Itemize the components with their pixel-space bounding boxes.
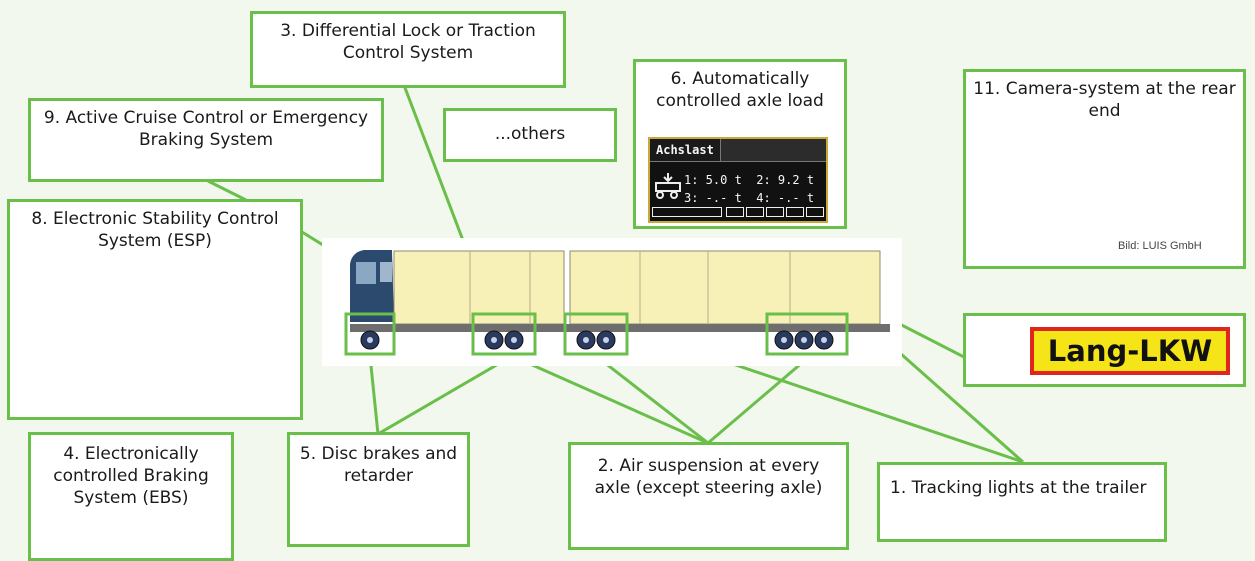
label-acc: 9. Active Cruise Control or Emergency Br… [43,108,369,150]
label-box-camera: 11. Camera-system at the rear end [963,69,1246,269]
label-tracking: 1. Tracking lights at the trailer [890,478,1147,498]
axle-display-cells [652,207,824,219]
connector-air-3 [707,354,811,445]
connector-disc [368,355,380,435]
label-box-diff-lock: 3. Differential Lock or Traction Control… [250,11,566,88]
connector-air-2 [595,354,709,445]
axle-1-value: 1: 5.0 t [684,173,742,187]
truck-box [393,250,565,325]
label-diff-lock: 3. Differential Lock or Traction Control… [280,21,536,63]
label-esp: 8. Electronic Stability Control System (… [31,209,279,251]
label-box-tracking: 1. Tracking lights at the trailer [877,462,1167,542]
connector-disc-2 [377,354,513,436]
label-ebs: 4. Electronically controlled Braking Sys… [53,444,209,508]
label-box-ebs: 4. Electronically controlled Braking Sys… [28,432,234,561]
label-auto-axle: 6. Automatically controlled axle load [656,69,824,111]
label-box-disc: 5. Disc brakes and retarder [287,432,470,547]
chassis [350,324,890,332]
axle-4-value: 4: -.- t [756,191,815,205]
trailer-box [569,250,881,325]
label-disc: 5. Disc brakes and retarder [299,444,458,486]
connector-tracking-2 [890,344,1024,464]
axle-highlights [344,312,849,356]
label-box-air: 2. Air suspension at every axle (except … [568,442,849,550]
camera-credit: Bild: LUIS GmbH [1118,240,1202,252]
connector-air-1 [511,354,709,445]
axle-weight-icon [655,173,681,199]
axle-display-title: Achslast [650,139,721,161]
axle-row-2: 3: -.- t 4: -.- t [684,191,814,205]
label-camera: 11. Camera-system at the rear end [973,79,1236,121]
connector-acc [207,179,247,202]
label-box-acc: 9. Active Cruise Control or Emergency Br… [28,98,384,182]
label-box-esp: 8. Electronic Stability Control System (… [7,199,303,420]
axle-load-display: Achslast 1: 5.0 t 2: 9.2 t 3: -.- t 4: -… [648,137,828,223]
axle-row-1: 1: 5.0 t 2: 9.2 t [684,173,814,187]
label-box-others: ...others [443,108,617,162]
axle-3-value: 3: -.- t [684,191,742,205]
label-air: 2. Air suspension at every axle (except … [594,456,823,498]
wheels [360,330,834,350]
label-others: ...others [494,124,566,144]
axle-2-value: 2: 9.2 t [756,173,815,187]
lang-lkw-sign: Lang-LKW [1030,327,1230,375]
